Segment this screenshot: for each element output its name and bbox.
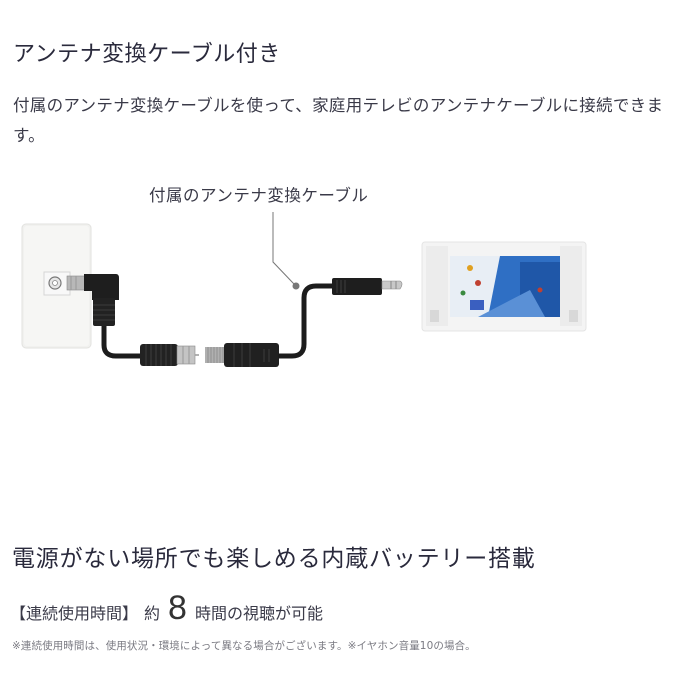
footnote: ※連続使用時間は、使用状況・環境によって異なる場合がございます。※イヤホン音量1… bbox=[12, 640, 476, 652]
spec-suffix: 時間の視聴が可能 bbox=[194, 604, 323, 623]
callout-leader-icon bbox=[272, 212, 300, 290]
callout-label: 付属のアンテナ変換ケーブル bbox=[149, 186, 369, 205]
wall-antenna-outlet-icon bbox=[21, 223, 92, 349]
spec-label: 【連続使用時間】 bbox=[10, 604, 139, 623]
spec-hours-value: 8 bbox=[168, 589, 187, 627]
portable-tv-icon bbox=[421, 241, 587, 332]
section-description: 付属のアンテナ変換ケーブルを使って、家庭用テレビのアンテナケーブルに接続できます… bbox=[13, 96, 664, 145]
antenna-conversion-cable-icon bbox=[84, 274, 403, 367]
spec-prefix: 約 bbox=[144, 604, 161, 623]
battery-spec-line: 【連続使用時間】 約 8 時間の視聴が可能 bbox=[10, 589, 323, 627]
section-title-antenna-cable: アンテナ変換ケーブル付き bbox=[13, 42, 281, 67]
section-title-battery: 電源がない場所でも楽しめる内蔵バッテリー搭載 bbox=[12, 546, 536, 572]
